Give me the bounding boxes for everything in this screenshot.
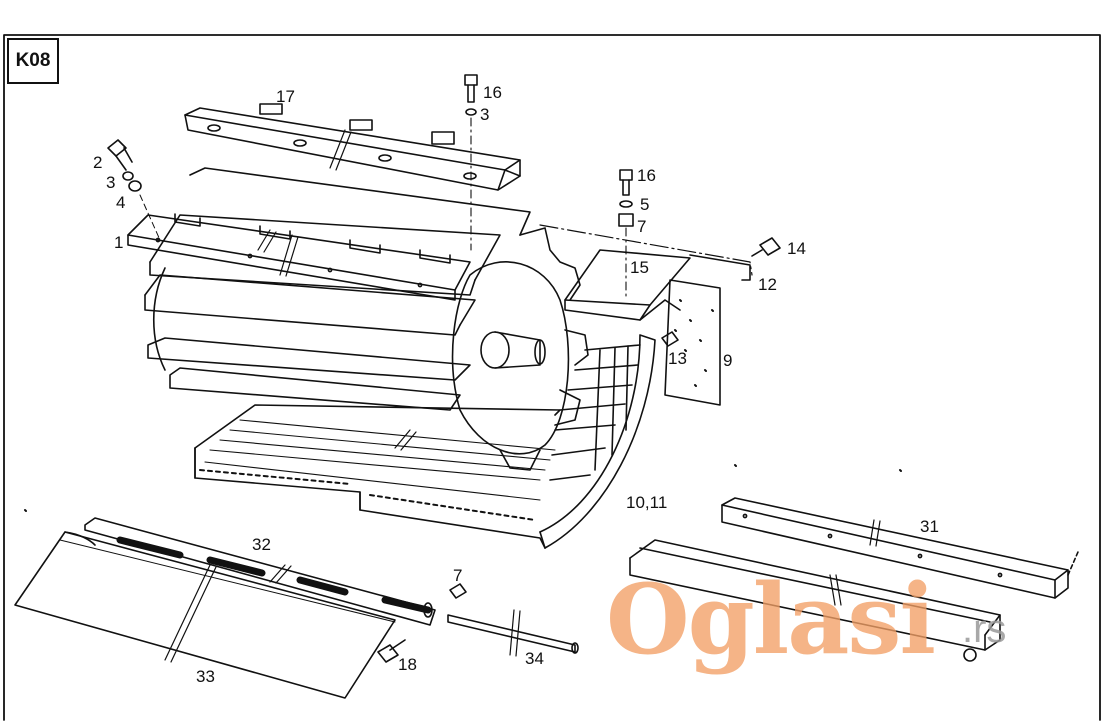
part-1-beater-bar	[127, 213, 471, 301]
part-label: 7	[637, 217, 647, 236]
part-label: 32	[252, 535, 271, 554]
part-label: 7	[453, 566, 463, 585]
part-12-rail	[539, 224, 753, 281]
part-label: 34	[525, 649, 544, 668]
part-label: 31	[920, 517, 939, 536]
part-33-flap	[14, 531, 396, 699]
part-17-top-cover	[184, 103, 521, 191]
part-15-cover-plate	[564, 249, 691, 321]
part-label: 5	[640, 195, 650, 214]
part-18-bolt	[377, 639, 406, 663]
part-label: 9	[723, 351, 733, 370]
part-31-angle-bar	[721, 497, 1079, 599]
part-label: 3	[106, 173, 116, 192]
part-label: 13	[668, 349, 687, 368]
part-32-hinge-bar	[84, 517, 436, 626]
part-label: 18	[398, 655, 417, 674]
watermark-tld: .rs	[962, 607, 1007, 651]
part-label: 17	[276, 87, 295, 106]
part-label: 16	[483, 83, 502, 102]
part-13-nut	[661, 331, 679, 347]
part-label: 1	[114, 233, 124, 252]
part-label: 4	[116, 193, 126, 212]
diagram-code-box: K08	[7, 38, 59, 84]
part-9-side-plate	[664, 279, 721, 406]
part-label: 16	[637, 166, 656, 185]
part-7-nut-lower	[449, 583, 467, 599]
part-label: 3	[480, 105, 490, 124]
rotor-drum	[144, 167, 589, 471]
part-10-11-concave	[194, 334, 656, 549]
diagram-code: K08	[15, 50, 51, 71]
part-16-bolt-top	[464, 74, 478, 251]
part-label: 14	[787, 239, 806, 258]
watermark-logo: Oglasi .rs	[606, 562, 1056, 692]
part-34-rod	[447, 609, 579, 657]
part-label: 12	[758, 275, 777, 294]
part-label: 10,11	[626, 493, 668, 512]
part-tray-channel	[629, 539, 1001, 662]
part-label: 2	[93, 153, 103, 172]
part-label: 33	[196, 667, 215, 686]
part-14-bolt	[751, 237, 781, 257]
part-16-bolt-right	[618, 169, 634, 301]
part-2-bolt-left	[107, 139, 161, 241]
part-label: 15	[630, 258, 649, 277]
watermark-brand: Oglasi	[606, 563, 936, 676]
